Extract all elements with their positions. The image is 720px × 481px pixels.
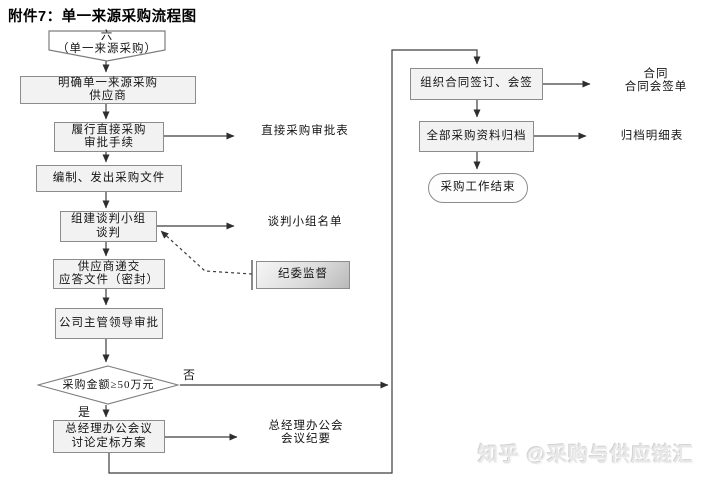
label-yes: 是 [78,405,92,419]
node-form-team: 组建谈判小组 谈判 [60,211,157,242]
doc-label: 归档明细表 [620,130,684,142]
node-label: 公司主管领导审批 [59,316,159,329]
node-label: 履行直接采购 审批手续 [71,123,147,150]
node-discipline-supervision: 纪委监督 [256,261,350,289]
decision-label: 采购金额≥50万元 [62,378,155,391]
node-label: 编制、发出采购文件 [52,171,166,184]
doc-archive-list: 归档明细表 [591,119,713,163]
doc-team-list: 谈判小组名单 [238,208,372,246]
doc-label: 直接采购审批表 [261,125,349,137]
node-end: 采购工作结束 [428,173,528,203]
page-title: 附件7：单一来源采购流程图 [8,9,197,25]
node-label: 供应商递交 应答文件（密封） [59,260,159,287]
node-approval-procedure: 履行直接采购 审批手续 [54,122,164,152]
start-banner-label: 六 （单一来源采购） [57,30,157,55]
node-label: 组织合同签订、会签 [420,77,533,90]
node-label: 全部采购资料归档 [426,129,527,142]
node-label: 采购工作结束 [440,181,516,194]
node-sign-contract: 组织合同签订、会签 [410,68,543,100]
node-supplier-submit: 供应商递交 应答文件（密封） [53,259,165,289]
doc-contract-sign-sheet: 合同 合同会签单 [595,62,717,108]
doc-label: 合同 合同会签单 [624,67,688,93]
node-issue-documents: 编制、发出采购文件 [36,165,182,192]
label-no: 否 [183,368,197,382]
doc-label: 谈判小组名单 [267,216,343,228]
node-label: 明确单一来源采购 供应商 [58,76,158,103]
decision-amount: 采购金额≥50万元 [35,365,181,405]
doc-direct-approval-form: 直接采购审批表 [238,117,372,155]
node-label: 总经理办公会议 讨论定标方案 [65,423,153,449]
node-identify-supplier: 明确单一来源采购 供应商 [20,76,196,104]
node-label: 组建谈判小组 谈判 [71,213,146,239]
doc-label: 总经理办公会 会议纪要 [268,419,344,445]
node-leader-approval: 公司主管领导审批 [55,308,163,339]
start-banner: 六 （单一来源采购） [48,30,166,62]
watermark: 知乎 @采购与供应链汇 [478,444,695,466]
node-label: 纪委监督 [278,268,328,281]
doc-meeting-minutes: 总经理办公会 会议纪要 [241,415,371,459]
node-archive-all: 全部采购资料归档 [419,121,534,152]
node-gm-meeting: 总经理办公会议 讨论定标方案 [53,420,165,453]
